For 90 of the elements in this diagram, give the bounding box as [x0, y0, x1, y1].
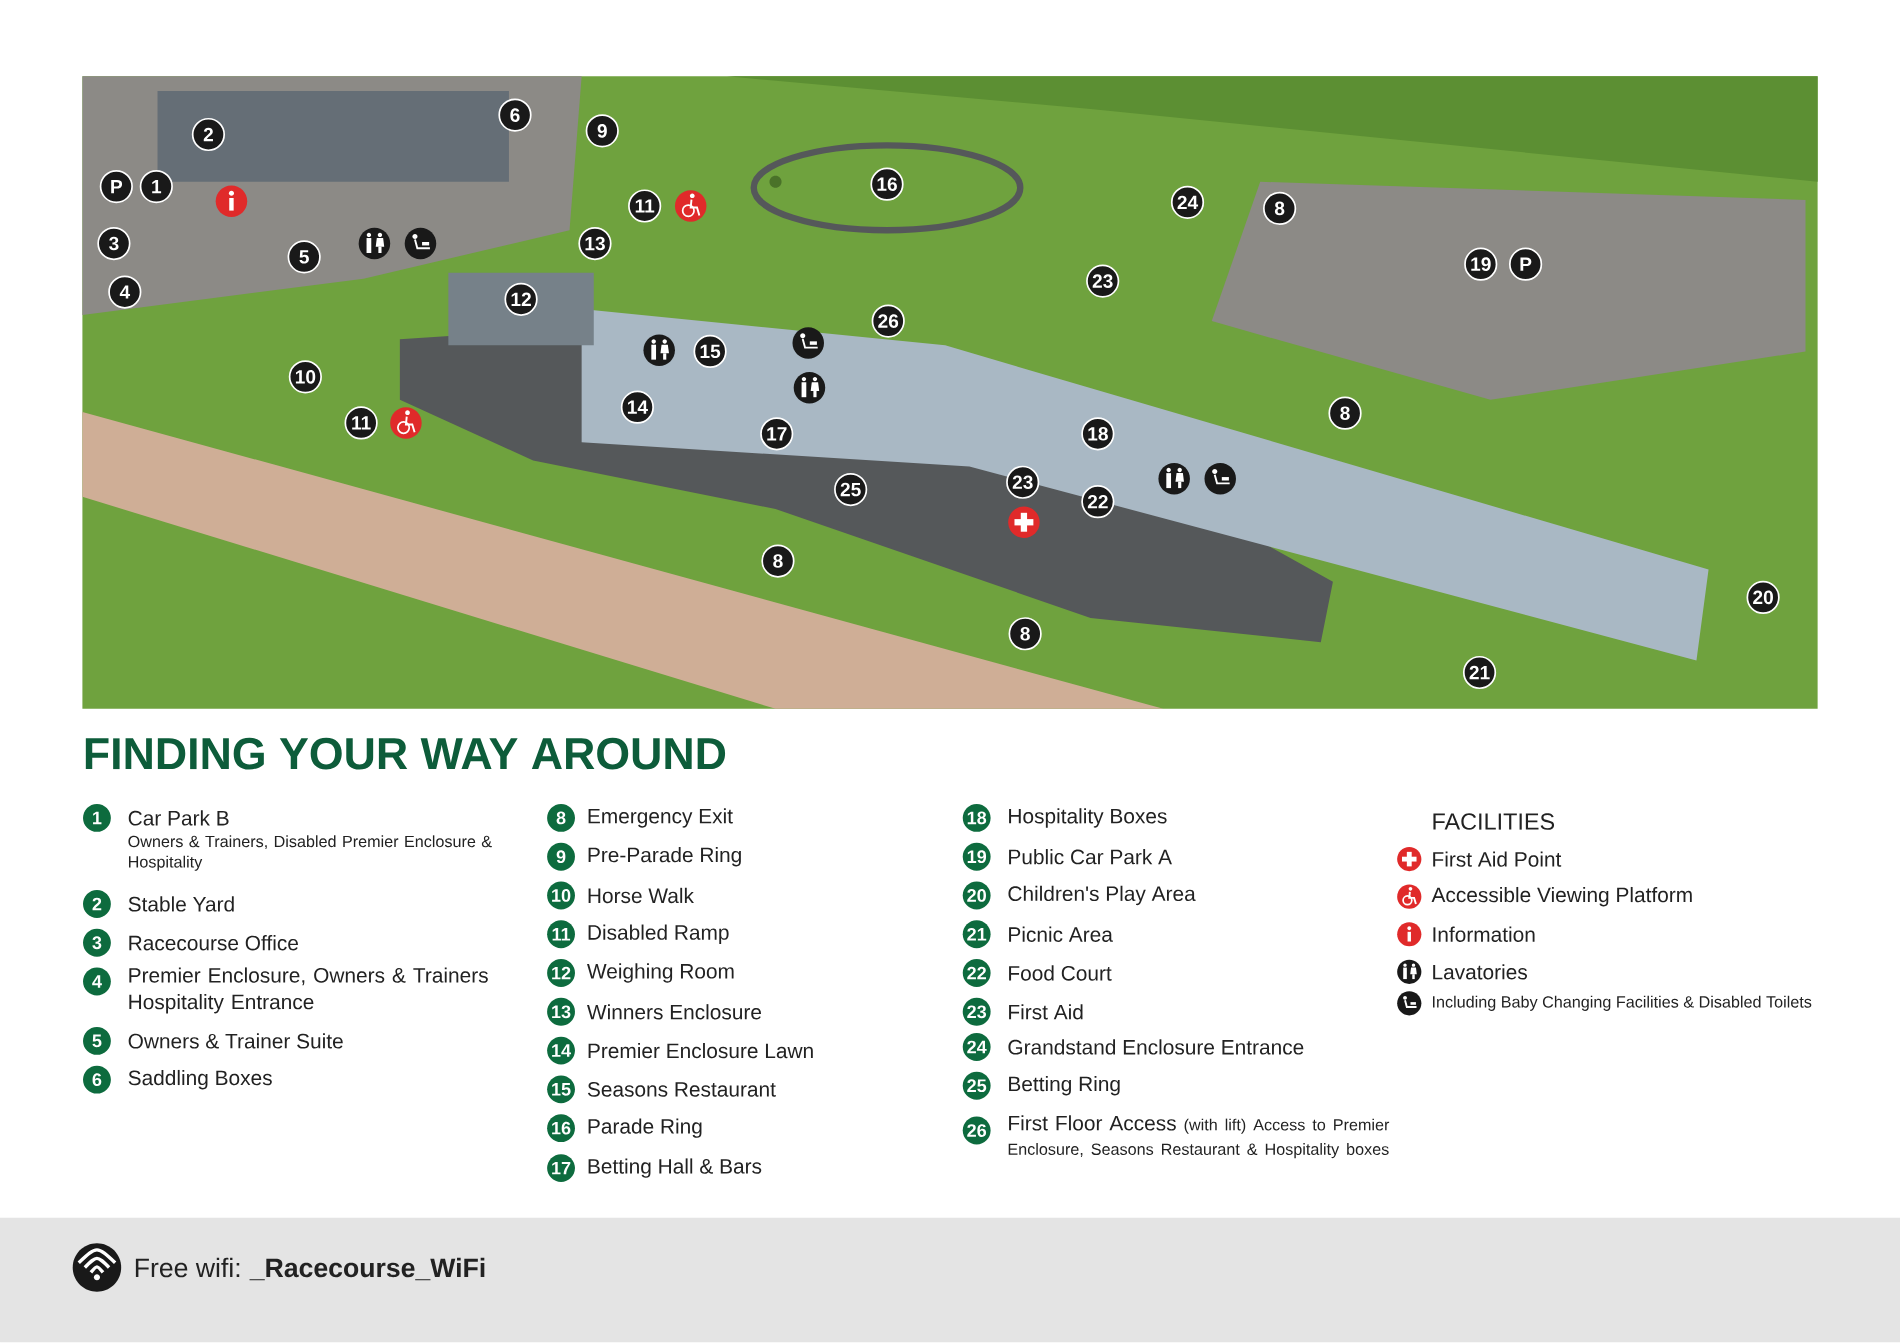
number-badge: 13	[547, 998, 575, 1026]
number-badge: 4	[83, 967, 111, 996]
key-text: Betting Hall & Bars	[588, 1158, 762, 1179]
key-text: Food Court	[1009, 965, 1112, 981]
key-text: Parade Ring	[588, 1118, 702, 1139]
number-badge: 10	[547, 881, 575, 910]
callout-number: 17	[760, 417, 794, 451]
callout-number: 11	[344, 406, 378, 440]
key-text: Horse Walk	[588, 888, 694, 904]
callout-number: 12	[504, 282, 538, 317]
callout-number: 23	[1086, 264, 1120, 298]
callout-number: 8	[1328, 396, 1362, 430]
key-text: Winners Enclosure	[587, 1004, 762, 1020]
key-text: Disabled Ramp	[588, 924, 729, 945]
callout-number: 1	[139, 170, 173, 204]
network-name: _Racecourse_WiFi	[249, 1257, 485, 1281]
number-badge: 3	[83, 929, 111, 957]
legend-text: Lavatories	[1433, 964, 1527, 980]
callout-number: 6	[498, 98, 532, 132]
key-text: First Floor Access (with lift) Access to Premier Enclosure, Seasons Restaurant & Hospitality boxes	[1008, 1115, 1390, 1159]
footer-text: Free wifi:	[135, 1257, 240, 1278]
key-text: Seasons Restaurant	[587, 1082, 776, 1097]
callout-number: 9	[585, 114, 619, 148]
key-text: Picnic Area	[1009, 926, 1113, 943]
key-text: Owners & Trainer Suite	[128, 1033, 343, 1049]
number-badge: 18	[962, 804, 991, 833]
number-badge: 6	[83, 1065, 111, 1094]
number-badge: 1	[83, 804, 111, 833]
callout-number: 26	[871, 304, 905, 338]
callout-number: 8	[761, 544, 795, 578]
key-text: First Aid	[1009, 1004, 1083, 1020]
key-text: Betting Ring	[1009, 1076, 1120, 1096]
callout-number: 11	[628, 189, 662, 223]
callout-number: 24	[1170, 185, 1205, 220]
callout-number: 19	[1464, 247, 1498, 281]
number-badge: 5	[83, 1027, 111, 1055]
number-badge: 26	[962, 1116, 991, 1145]
number-badge: 14	[547, 1036, 575, 1065]
key-text: Public Car Park A	[1009, 849, 1172, 865]
callout-number: 8	[1263, 192, 1297, 226]
callout-number: 10	[288, 360, 322, 394]
number-badge: 17	[547, 1154, 575, 1183]
key-text: Saddling Boxes	[128, 1070, 272, 1090]
number-badge: 23	[962, 998, 991, 1026]
key-text: Racecourse Office	[129, 935, 298, 951]
callout-number: 2	[191, 118, 225, 152]
callout-number: 22	[1081, 485, 1115, 519]
key-text: Weighing Room	[587, 963, 734, 983]
legend-text: Including Baby Changing Facilities & Disabled Toilets	[1433, 996, 1812, 1012]
number-badge: 12	[547, 959, 575, 988]
key-text: Pre-Parade Ring	[588, 847, 741, 867]
number-badge: 24	[962, 1033, 991, 1062]
legend-text: Information	[1433, 926, 1535, 943]
title: FINDING YOUR WAY AROUND	[85, 738, 726, 770]
number-badge: 21	[962, 920, 991, 949]
callout-number: 5	[287, 240, 321, 274]
key-text: Emergency Exit	[588, 808, 733, 828]
number-badge: 16	[547, 1114, 575, 1143]
number-badge: 20	[962, 881, 991, 910]
callout-number: 23	[1006, 465, 1040, 500]
number-badge: 19	[962, 842, 991, 871]
legend-text: Accessible Viewing Platform	[1431, 887, 1692, 907]
callout-number: 16	[870, 167, 904, 201]
number-badge: 11	[547, 920, 575, 949]
number-badge: 22	[962, 959, 991, 988]
callout-number: 21	[1462, 656, 1497, 690]
number-badge: 2	[83, 890, 111, 919]
callout-number: 8	[1008, 617, 1042, 651]
callout-number: 3	[97, 227, 131, 261]
key-text: Owners & Trainers, Disabled Premier Enclosure & Hospitality	[128, 835, 492, 872]
callout-number: 13	[578, 227, 612, 261]
number-badge: 25	[962, 1072, 991, 1100]
number-badge: 8	[547, 804, 575, 833]
legend-text: First Aid Point	[1433, 851, 1562, 867]
key-text: Car Park B	[128, 810, 229, 826]
callout-number: 18	[1081, 417, 1115, 451]
key-text: Stable Yard	[128, 896, 234, 912]
section-heading: FACILITIES	[1433, 813, 1555, 831]
key-text: Hospitality Boxes	[1009, 808, 1167, 828]
key-text: Premier Enclosure Lawn	[588, 1043, 813, 1059]
callout-number: 4	[108, 275, 142, 309]
callout-number: 14	[620, 390, 654, 424]
callout-number: 15	[693, 335, 727, 369]
number-badge: 15	[547, 1075, 575, 1104]
callout-number: 20	[1746, 581, 1780, 615]
callout-number: 25	[834, 473, 868, 507]
key-text: Children's Play Area	[1008, 885, 1196, 906]
key-text: Premier Enclosure, Owners & Trainers Hospitality Entrance	[129, 967, 488, 1014]
number-badge: 9	[547, 842, 575, 871]
key-text: Grandstand Enclosure Entrance	[1008, 1039, 1304, 1055]
